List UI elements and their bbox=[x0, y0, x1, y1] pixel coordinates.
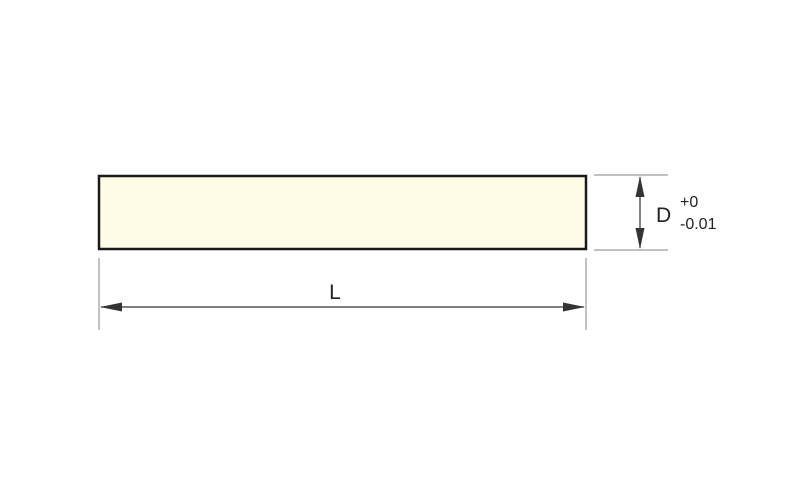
diameter-arrow-bottom bbox=[635, 228, 645, 249]
part-body bbox=[97, 174, 588, 251]
tolerance-lower: -0.01 bbox=[680, 216, 717, 233]
length-label: L bbox=[329, 281, 341, 304]
length-arrow-right bbox=[563, 302, 585, 312]
tolerance-upper: +0 bbox=[680, 194, 698, 211]
diameter-arrow-top bbox=[635, 176, 645, 197]
diameter-label: D bbox=[656, 204, 671, 227]
length-arrow-left bbox=[100, 302, 122, 312]
